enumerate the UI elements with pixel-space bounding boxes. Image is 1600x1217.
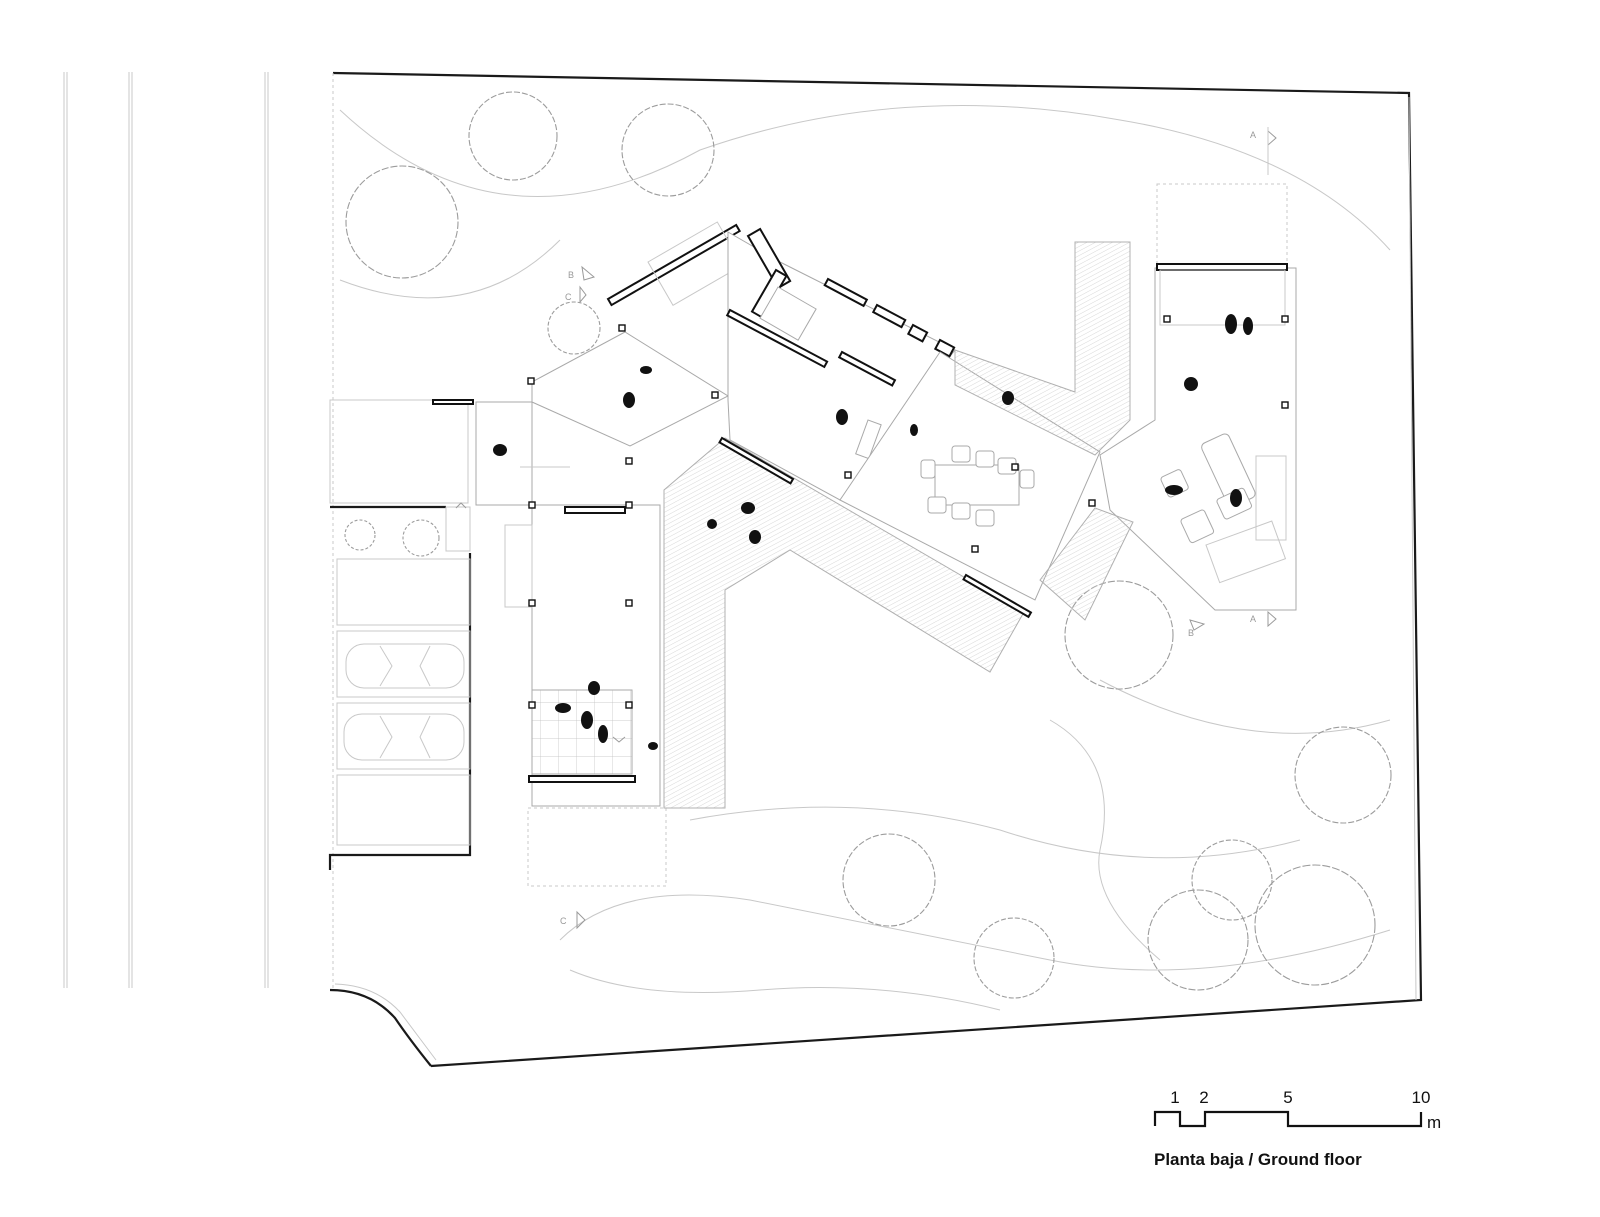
- house: [475, 183, 1297, 887]
- car-2: [343, 713, 465, 761]
- tree-10: [973, 917, 1055, 999]
- street-lines: [63, 72, 269, 988]
- scale-unit: m: [1427, 1113, 1441, 1132]
- columns: [527, 315, 1289, 709]
- svg-text:C: C: [565, 292, 572, 302]
- svg-text:A: A: [1250, 130, 1256, 140]
- scale-bar: 1 2 5 10 m: [1153, 1088, 1441, 1132]
- tree-13: [1254, 864, 1376, 986]
- deck-northeast: [954, 241, 1131, 456]
- scale-tick-1: 1: [1170, 1088, 1179, 1107]
- tree-4: [547, 301, 601, 355]
- trees: [344, 91, 1392, 999]
- scale-tick-2: 2: [1199, 1088, 1208, 1107]
- section-marker-a-bottom: A: [1250, 610, 1277, 628]
- tree-8: [1294, 726, 1392, 824]
- tiled-terrace: [531, 689, 633, 775]
- garage: [328, 399, 474, 870]
- tree-12: [1147, 889, 1249, 991]
- section-marker-c-bottom: C: [560, 910, 586, 930]
- svg-text:B: B: [568, 270, 574, 280]
- svg-text:B: B: [1188, 628, 1194, 638]
- section-marker-c-top: C: [565, 285, 587, 304]
- tree-7: [1064, 580, 1174, 690]
- section-marker-b-left: B: [568, 265, 596, 281]
- tree-5: [344, 519, 376, 551]
- section-marker-a-top: A: [1250, 127, 1277, 175]
- property-boundary: [329, 71, 1423, 1068]
- plan-title: Planta baja / Ground floor: [1154, 1150, 1362, 1169]
- tree-6: [402, 519, 440, 557]
- section-marker-b-right: B: [1188, 619, 1206, 638]
- tree-9: [842, 833, 936, 927]
- svg-text:A: A: [1250, 614, 1256, 624]
- people: [493, 314, 1253, 750]
- tree-2: [468, 91, 558, 181]
- wing-east: [1099, 267, 1297, 611]
- scale-tick-5: 5: [1283, 1088, 1292, 1107]
- dining-chairs: [920, 445, 1035, 527]
- stair-diagonal: [1039, 507, 1134, 621]
- wing-northwest: [531, 331, 730, 447]
- tree-11: [1191, 839, 1273, 921]
- kitchen-island: [855, 419, 882, 460]
- tree-3: [621, 103, 715, 197]
- tree-1: [345, 165, 459, 279]
- scale-tick-10: 10: [1412, 1088, 1431, 1107]
- car-1: [345, 643, 465, 689]
- svg-text:C: C: [560, 916, 567, 926]
